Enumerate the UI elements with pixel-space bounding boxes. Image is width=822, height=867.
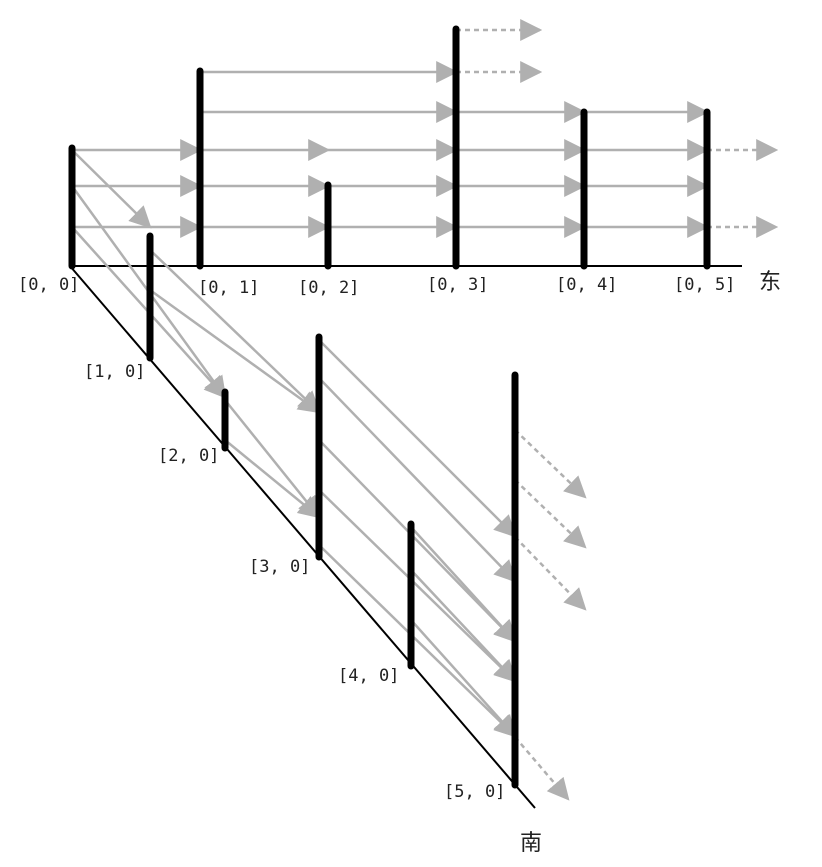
south-ray xyxy=(149,249,321,414)
label-0-0: [0, 0] xyxy=(18,275,79,295)
label-0-3: [0, 3] xyxy=(427,275,488,295)
south-ray xyxy=(410,569,517,683)
label-0-5: [0, 5] xyxy=(674,275,735,295)
south-ray xyxy=(149,288,321,414)
south-ray xyxy=(318,439,517,643)
south-ray xyxy=(410,619,517,738)
label-5-0: [5, 0] xyxy=(444,782,505,802)
label-0-4: [0, 4] xyxy=(556,275,617,295)
south-ray xyxy=(224,399,321,519)
south-ray-continuation xyxy=(514,429,587,499)
east-direction-label: 东 xyxy=(759,270,781,295)
label-1-0: [1, 0] xyxy=(84,362,145,382)
sight-rays xyxy=(70,19,779,801)
label-0-1: [0, 1] xyxy=(198,278,259,298)
south-ray xyxy=(410,526,517,643)
south-direction-label: 南 xyxy=(520,831,542,856)
label-2-0: [2, 0] xyxy=(158,446,219,466)
south-ray xyxy=(224,439,321,519)
south-ray-continuation xyxy=(514,479,587,549)
south-ray xyxy=(71,149,152,229)
south-ray xyxy=(318,544,517,738)
south-axis xyxy=(69,265,536,809)
east-row-labels: [0, 0] [0, 1] [0, 2] [0, 3] [0, 4] [0, 5… xyxy=(18,275,735,298)
south-ray-continuation xyxy=(514,536,587,611)
south-ray xyxy=(318,489,517,683)
south-ray xyxy=(318,377,517,583)
label-4-0: [4, 0] xyxy=(338,666,399,686)
label-0-2: [0, 2] xyxy=(298,278,359,298)
pillars xyxy=(68,25,711,789)
south-ray xyxy=(318,339,517,538)
south-ray-continuation xyxy=(514,736,570,801)
label-3-0: [3, 0] xyxy=(249,557,310,577)
south-row-labels: [1, 0] [2, 0] [3, 0] [4, 0] [5, 0] xyxy=(84,362,505,802)
